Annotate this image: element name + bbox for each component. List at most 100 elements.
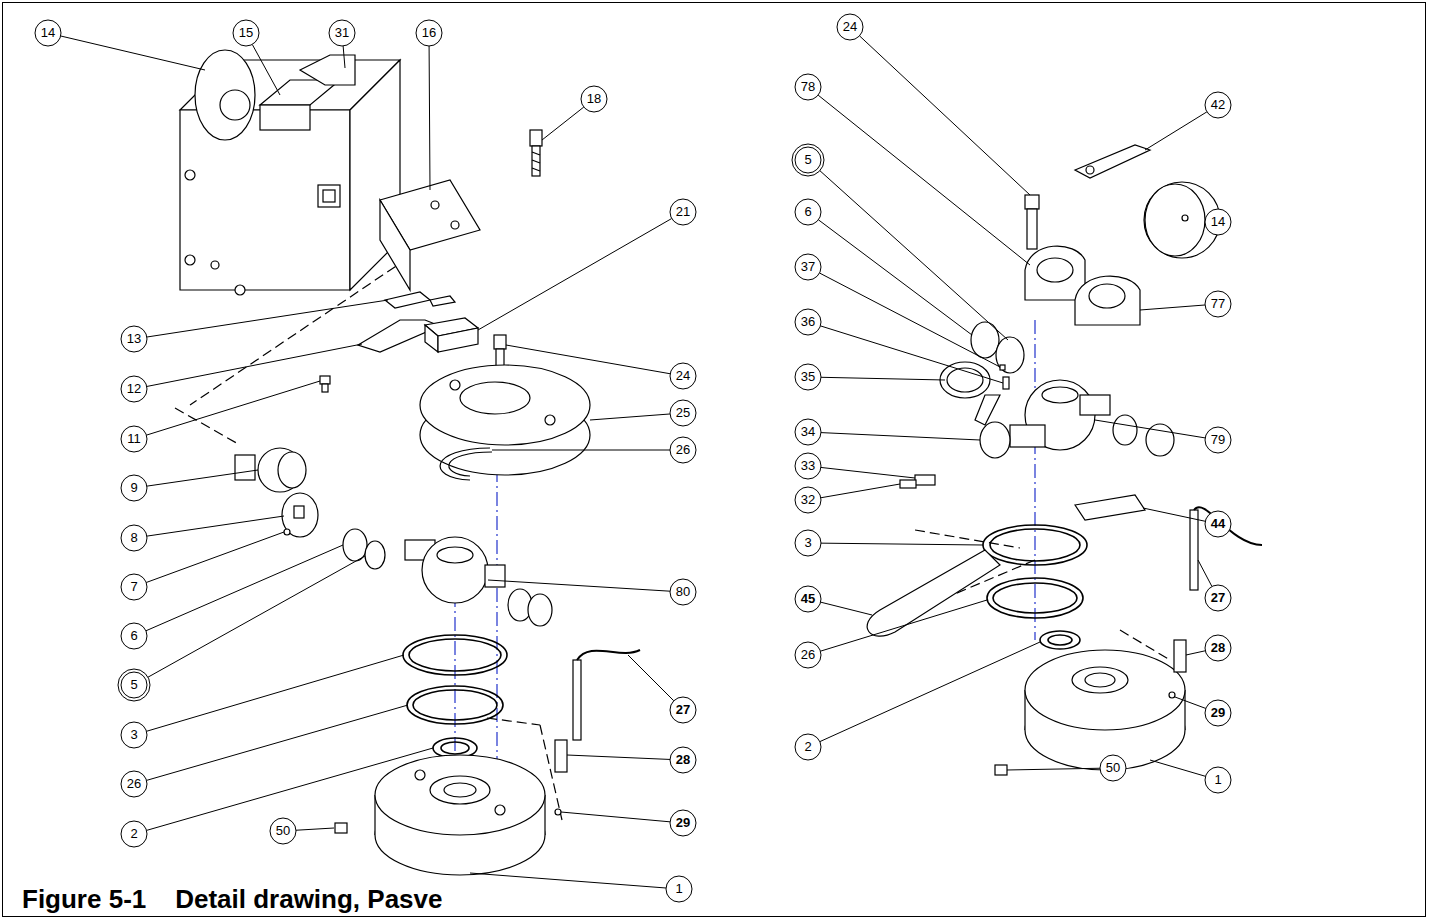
leader-line <box>818 220 972 335</box>
part-outline <box>496 420 497 810</box>
callout-circle <box>1205 209 1231 235</box>
callout-circle <box>795 530 821 556</box>
callout-circle <box>670 747 696 773</box>
part-outline <box>1027 209 1037 249</box>
leader-line <box>820 326 1003 383</box>
callout-circle <box>670 199 696 225</box>
callout-circle-outer <box>118 669 150 701</box>
leader-line <box>61 36 205 70</box>
leader-line <box>820 171 1008 340</box>
callout-circle <box>670 400 696 426</box>
part-outline <box>1025 650 1185 730</box>
callout-number: 26 <box>669 442 697 458</box>
part-outline <box>975 395 1000 425</box>
leader-line <box>1143 508 1205 521</box>
leader-line <box>492 450 670 451</box>
plate-8 <box>282 493 318 537</box>
callout-number: 13 <box>120 331 148 347</box>
callout-circle <box>795 453 821 479</box>
callout-number: 42 <box>1204 97 1232 113</box>
part-outline <box>335 823 347 833</box>
callout-number: 18 <box>580 91 608 107</box>
callout-circle <box>670 579 696 605</box>
leader-line <box>343 46 345 68</box>
leader-line <box>821 484 900 498</box>
part-outline <box>284 529 290 535</box>
part-outline <box>1169 692 1175 698</box>
leader-line <box>252 44 280 95</box>
part-34 <box>980 422 1010 458</box>
callout-number: 16 <box>415 25 443 41</box>
part-outline <box>385 292 430 308</box>
part-outline <box>451 221 459 229</box>
part-outline <box>495 805 505 815</box>
callout-number: 45 <box>794 591 822 607</box>
block-21 <box>425 318 478 352</box>
callout-number: 50 <box>1099 760 1127 776</box>
seats <box>403 635 507 758</box>
callout-number: 44 <box>1204 516 1232 532</box>
callout-number: 21 <box>669 204 697 220</box>
seats-r <box>983 525 1087 649</box>
plate-44 <box>1075 495 1145 520</box>
callout-number: 2 <box>794 739 822 755</box>
callout-number: 29 <box>1204 705 1232 721</box>
part-outline <box>180 110 350 290</box>
handle-45 <box>867 550 1000 636</box>
plate-42 <box>1075 145 1150 178</box>
part-outline <box>320 376 330 384</box>
part-outline <box>1072 667 1128 693</box>
part-outline <box>437 547 473 563</box>
callout-circle <box>1205 767 1231 793</box>
callout-number: 1 <box>665 881 693 897</box>
callout-number: 6 <box>120 628 148 644</box>
leader-line <box>146 705 408 780</box>
part-outline <box>323 190 335 202</box>
leader-line <box>1198 560 1212 586</box>
part-outline <box>1037 258 1073 282</box>
part-outline <box>343 529 367 561</box>
callout-number: 35 <box>794 369 822 385</box>
part-outline <box>403 635 507 675</box>
body-1 <box>375 755 545 875</box>
part-outline <box>1040 631 1080 649</box>
leader-line <box>542 107 584 140</box>
callout-circle <box>795 586 821 612</box>
leader-line <box>821 433 980 440</box>
callout-number: 78 <box>794 79 822 95</box>
callout-circle <box>670 810 696 836</box>
leader-line <box>1140 305 1205 310</box>
callout-circle <box>121 376 147 402</box>
part-outline <box>409 639 501 671</box>
part-outline <box>528 594 552 626</box>
callout-number: 9 <box>120 480 148 496</box>
part-outline <box>1085 673 1115 687</box>
pin-27-28-29 <box>555 650 640 815</box>
part-outline <box>532 160 540 163</box>
part-outline <box>300 55 355 85</box>
callout-circle <box>1205 585 1231 611</box>
part-outline <box>438 328 478 352</box>
part-outline <box>413 690 497 720</box>
part-outline <box>577 650 640 660</box>
callout-number: 28 <box>669 752 697 768</box>
part-outline <box>573 660 581 740</box>
leader-line <box>146 545 343 631</box>
part-outline <box>867 550 1000 636</box>
part-outline <box>530 130 542 146</box>
leader-line <box>1186 651 1205 655</box>
part-outline <box>444 783 476 797</box>
part-outline <box>940 362 990 398</box>
callout-circle <box>1205 511 1231 537</box>
leader-line <box>146 532 284 583</box>
leader-line <box>628 655 674 701</box>
leader-line <box>567 755 670 759</box>
callout-number: 8 <box>120 530 148 546</box>
leader-line <box>1095 420 1205 438</box>
part-outline <box>422 537 488 603</box>
part-outline <box>532 168 540 171</box>
leader-line <box>820 273 1000 367</box>
callout-number: 14 <box>34 25 62 41</box>
callout-number: 6 <box>794 204 822 220</box>
part-outline <box>322 384 328 392</box>
